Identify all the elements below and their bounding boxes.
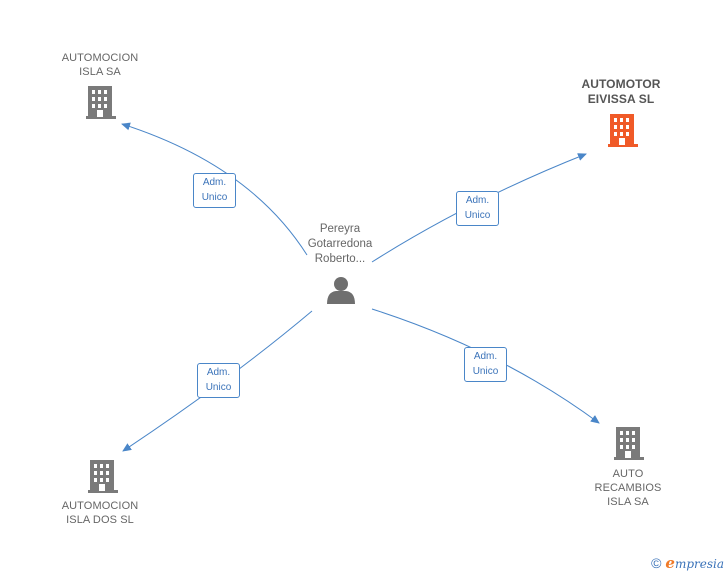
copyright-icon: © (651, 555, 662, 571)
person-name-label[interactable]: Pereyra Gotarredona Roberto... (307, 223, 373, 265)
company-label-automocion-isla-dos-sl[interactable]: AUTOMOCION ISLA DOS SL (61, 500, 139, 526)
company-label-automocion-isla-sa[interactable]: AUTOMOCION ISLA SA (61, 52, 139, 78)
relation-box[interactable]: Adm. Unico (456, 191, 499, 226)
company-label-auto-recambios-isla-sa[interactable]: AUTO RECAMBIOS ISLA SA (594, 468, 662, 508)
company-label-automotor-eivissa-sl[interactable]: AUTOMOTOR EIVISSA SL (581, 77, 661, 106)
relation-box[interactable]: Adm. Unico (193, 173, 236, 208)
person-icon[interactable] (327, 277, 355, 304)
brand-footer: © empresia (651, 554, 724, 572)
relation-box[interactable]: Adm. Unico (464, 347, 507, 382)
relation-box[interactable]: Adm. Unico (197, 363, 240, 398)
building-icon[interactable] (614, 427, 644, 460)
building-icon[interactable] (88, 460, 118, 493)
building-icon[interactable] (86, 86, 116, 119)
building-icon-highlight[interactable] (608, 114, 638, 147)
brand-logo: empresia (665, 554, 724, 572)
